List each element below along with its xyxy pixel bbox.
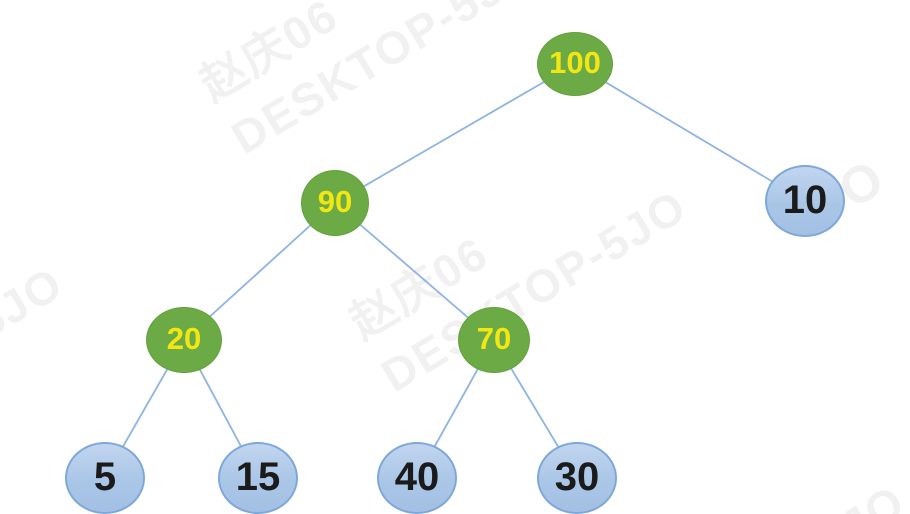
- tree-node-label: 90: [317, 184, 353, 219]
- tree-node-10: 10: [765, 165, 845, 237]
- tree-node-30: 30: [537, 442, 617, 514]
- tree-node-label: 20: [166, 321, 202, 356]
- tree-node-label: 5: [93, 454, 117, 499]
- tree-node-90: 90: [301, 170, 369, 236]
- tree-node-15: 15: [218, 442, 298, 514]
- tree-node-label: 40: [394, 454, 440, 499]
- tree-node-20: 20: [146, 307, 222, 373]
- tree-node-label: 10: [782, 177, 828, 222]
- tree-node-40: 40: [377, 442, 457, 514]
- tree-node-label: 15: [235, 454, 281, 499]
- tree-edge-100-90: [334, 63, 576, 204]
- tree-node-100: 100: [537, 32, 613, 96]
- tree-node-5: 5: [65, 442, 145, 514]
- tree-node-label: 100: [549, 45, 601, 80]
- tree-edge-100-10: [574, 63, 806, 202]
- tree-node-70: 70: [458, 307, 530, 373]
- tree-node-label: 70: [476, 321, 512, 356]
- tree-node-label: 30: [554, 454, 600, 499]
